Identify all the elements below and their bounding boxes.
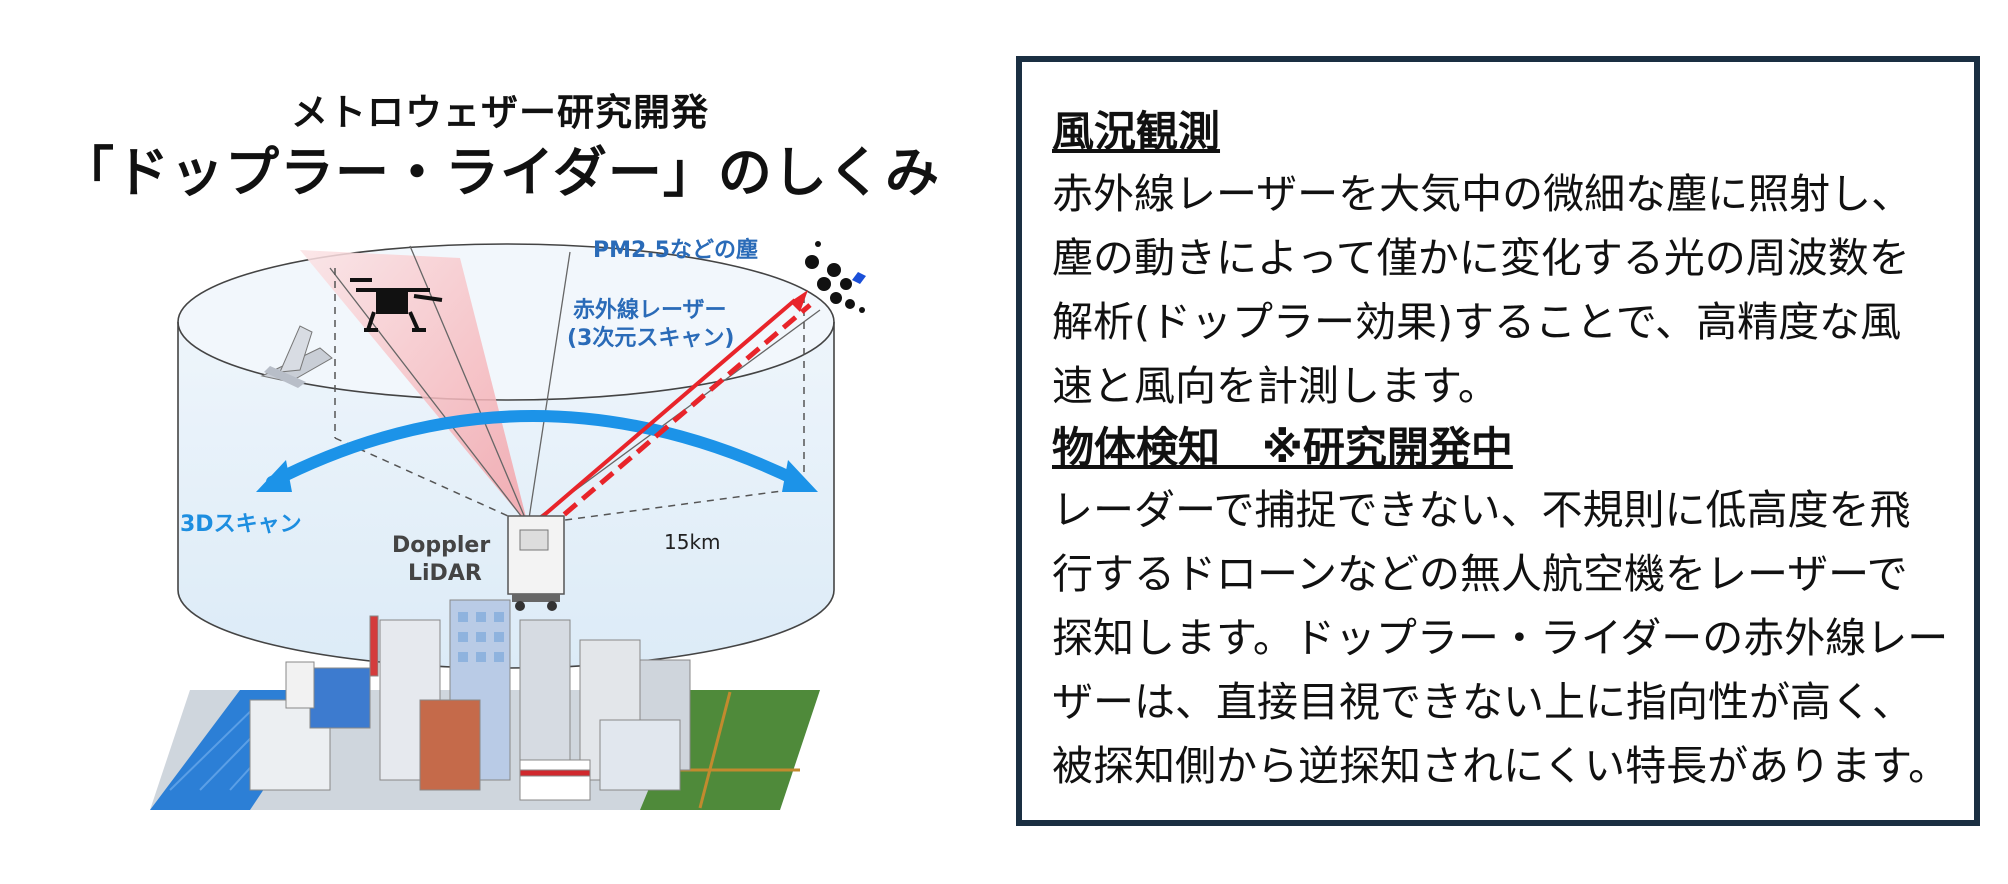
- drone-icon: [350, 278, 443, 332]
- object-line: 行するドローンなどの無人航空機をレーザーで: [1052, 550, 1908, 598]
- wind-line: 速と風向を計測します。: [1052, 362, 1499, 410]
- laser-beam: [534, 298, 797, 524]
- lidar-device-icon: [507, 515, 565, 611]
- label-lidar: LiDAR: [408, 561, 482, 586]
- wind-line: 塵の動きによって僅かに変化する光の周波数を: [1052, 234, 1910, 282]
- diagram-title: メトロウェザー研究開発: [291, 91, 709, 134]
- dust-particles: [805, 241, 865, 313]
- detection-cone: [300, 250, 528, 525]
- diagram-illustration: [150, 241, 866, 810]
- aircraft-icon: [260, 325, 333, 388]
- object-line: 探知します。ドップラー・ライダーの赤外線レー: [1052, 614, 1949, 662]
- lidar-diagram: メトロウェザー研究開発 「ドップラー・ライダー」のしくみ PM2.5などの塵 赤…: [0, 0, 1000, 880]
- label-range: 15km: [664, 530, 721, 554]
- object-line: レーダーで捕捉できない、不規則に低高度を飛: [1052, 486, 1911, 534]
- wind-heading: 風況観測: [1052, 107, 1221, 156]
- object-line: 被探知側から逆探知されにくい特長があります。: [1052, 742, 1950, 790]
- object-description: レーダーで捕捉できない、不規則に低高度を飛 行するドローンなどの無人航空機をレー…: [1052, 478, 1950, 798]
- info-panel: 風況観測 赤外線レーザーを大気中の微細な塵に照射し、 塵の動きによって僅かに変化…: [1016, 56, 1980, 826]
- city-buildings: [249, 599, 691, 801]
- label-doppler: Doppler: [392, 533, 491, 558]
- object-heading: 物体検知 ※研究開発中: [1052, 423, 1513, 472]
- label-pm25: PM2.5などの塵: [593, 238, 758, 263]
- label-laser-scan: (3次元スキャン): [567, 326, 735, 351]
- diagram-subtitle: 「ドップラー・ライダー」のしくみ: [60, 141, 940, 204]
- laser-return: [544, 303, 812, 532]
- wind-description: 赤外線レーザーを大気中の微細な塵に照射し、 塵の動きによって僅かに変化する光の周…: [1052, 162, 1944, 418]
- wind-line: 解析(ドップラー効果)することで、高精度な風: [1052, 298, 1902, 346]
- wind-line: 赤外線レーザーを大気中の微細な塵に照射し、: [1052, 170, 1913, 218]
- label-3d-scan: 3Dスキャン: [180, 512, 302, 537]
- label-laser: 赤外線レーザー: [573, 298, 727, 323]
- object-line: ザーは、直接目視できない上に指向性が高く、: [1052, 678, 1913, 726]
- scan-arrow: [266, 410, 806, 488]
